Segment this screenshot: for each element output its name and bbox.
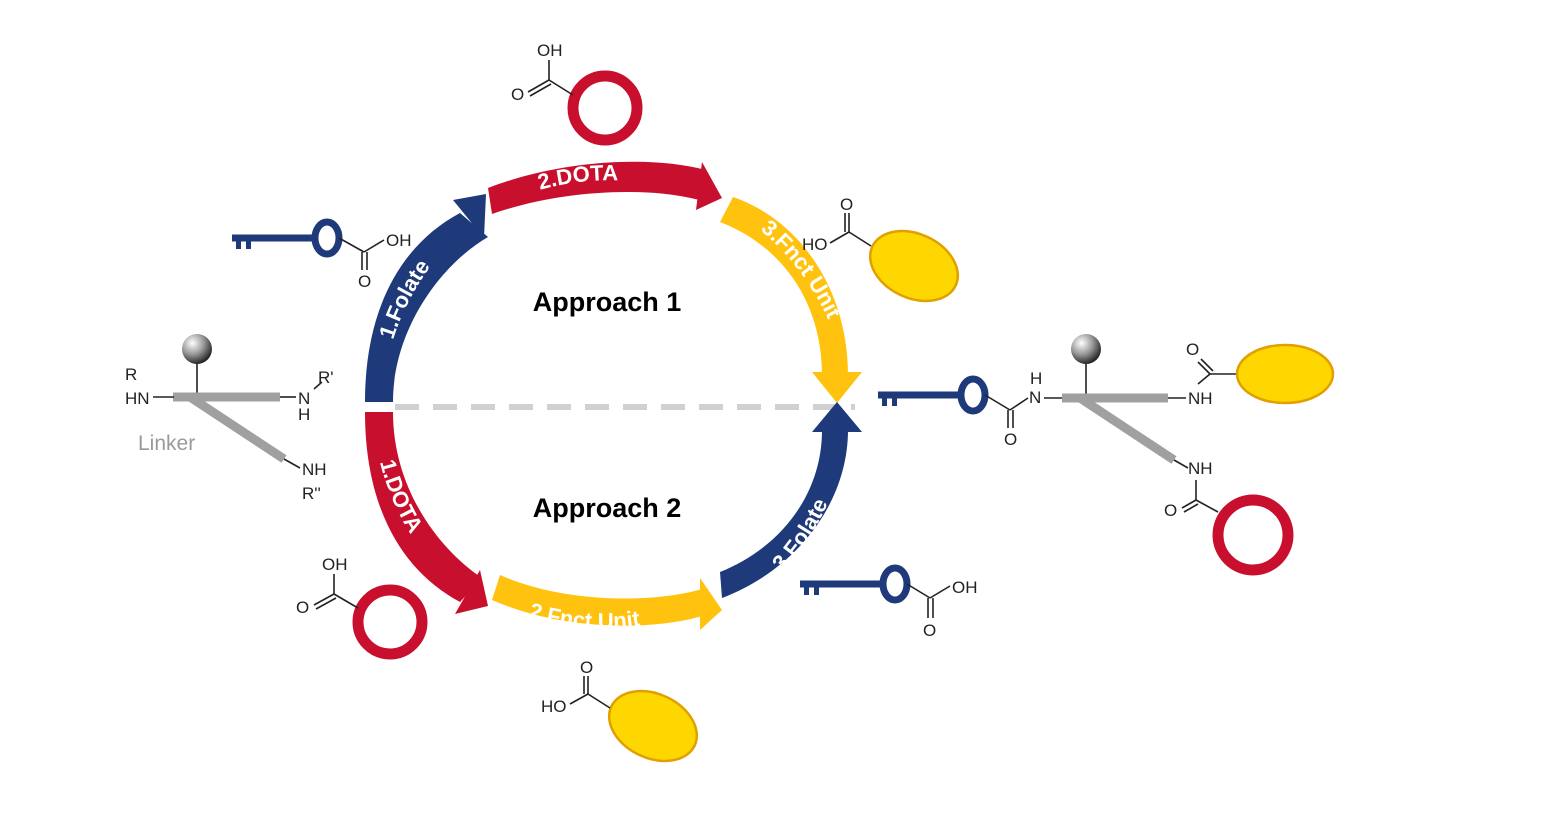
final-product: O H N NH O NH O [878,334,1335,576]
key-icon [878,375,989,415]
sphere-icon [1071,334,1101,364]
approach-2-label: Approach 2 [533,493,682,523]
dota-a2-o: O [296,598,309,617]
ring-icon [567,70,643,146]
fnct-reagent-a2: O HO [541,658,699,763]
ring-icon [352,584,428,660]
product-amide3-o: O [1164,501,1177,520]
folate-reagent-a2: OH O [800,564,978,640]
folate-a2-o: O [923,621,936,640]
dota-reagent-a1: OH O [511,41,643,146]
folate-a2-oh: OH [952,578,978,597]
fnct-a2-ho: HO [541,697,567,716]
product-amide3-nh: NH [1188,459,1213,478]
folate-a1-oh: OH [386,231,412,250]
svg-text:3.Fnct Unit: 3.Fnct Unit [757,215,847,323]
product-amide1-o: O [1004,430,1017,449]
a2-step3-label: 3.Folate [767,494,832,575]
linker-h-prime: H [298,405,310,424]
product-amide1-h: H [1030,369,1042,388]
linker-label: Linker [138,432,195,455]
a1-step3-arrow: 3.Fnct Unit [720,197,862,403]
fnct-a1-ho: HO [802,235,828,254]
folate-a1-o: O [358,272,371,291]
linker-n-prime: N [298,389,310,408]
a2-step3-arrow: 3.Folate [720,402,862,598]
folate-reagent-a1: OH O [232,218,412,291]
linker-hn: HN [125,389,150,408]
dota-a1-o: O [511,85,524,104]
a1-step1-arrow: 1.Folate [365,194,488,402]
ellipse-icon [868,229,960,303]
product-amide2-o: O [1186,340,1199,359]
linker-r-prime: R' [318,368,334,387]
a1-step3-label: 3.Fnct Unit [757,215,847,323]
a2-step2-arrow: 2.Fnct Unit [492,575,722,633]
approach-1-label: Approach 1 [533,287,682,317]
linker-r-double: R'' [302,484,321,503]
ellipse-icon [1235,343,1335,405]
fnct-a1-o: O [840,195,853,214]
sphere-icon [182,334,212,364]
fnct-a2-o: O [580,658,593,677]
a2-step1-arrow: 1.DOTA [365,412,488,614]
svg-text:3.Folate: 3.Folate [767,494,832,575]
ring-icon [1212,494,1294,576]
dota-a1-oh: OH [537,41,563,60]
linker-nh: NH [302,460,327,479]
dota-reagent-a2: OH O [296,555,428,660]
ellipse-icon [607,689,699,763]
product-amide2-nh: NH [1188,389,1213,408]
product-amide1-n: N [1029,388,1041,407]
key-icon [800,564,911,604]
fnct-reagent-a1: O HO [802,195,960,303]
linker-r: R [125,365,137,384]
starting-linker: R HN N R' H NH R'' Linker [125,334,334,503]
a1-step2-arrow: 2.DOTA [488,160,722,214]
key-icon [232,218,343,258]
dota-a2-oh: OH [322,555,348,574]
